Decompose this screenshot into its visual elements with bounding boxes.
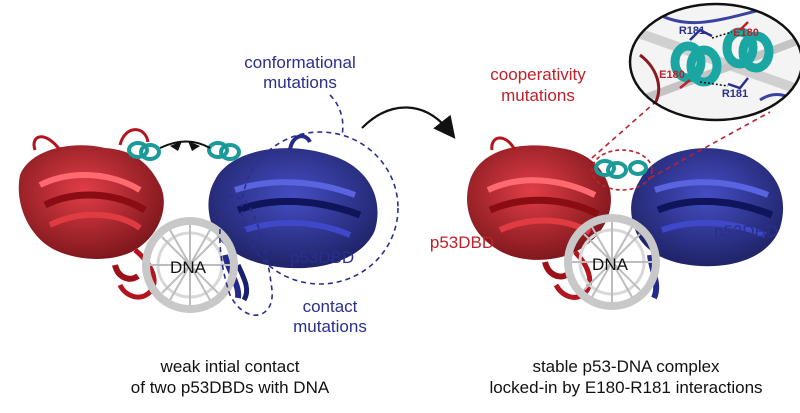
left-teal-helix-1 — [127, 141, 161, 161]
inset-leader-bottom — [649, 111, 771, 179]
right-interface-helices — [594, 159, 648, 179]
right-caption-line2: locked-in by E180-R181 interactions — [489, 378, 762, 397]
left-panel: DNA conformational mutations p53DBD cont… — [18, 53, 399, 397]
conformational-region-outline — [241, 131, 399, 285]
right-red-protein — [467, 136, 611, 300]
approach-arrow — [159, 140, 211, 151]
contact-region-outline — [219, 194, 273, 316]
inset-label-r181-bottom: R181 — [722, 88, 748, 100]
contact-label-line2: mutations — [293, 317, 367, 336]
left-dna: DNA — [142, 217, 238, 313]
conformational-leader-line — [329, 94, 344, 136]
inset-label-e180-bottom: E180 — [659, 69, 685, 81]
contact-label-line1: contact — [303, 297, 358, 316]
left-red-protein — [18, 128, 164, 300]
conformational-label-line1: conformational — [244, 53, 356, 72]
interaction-inset: R181 E180 E180 R181 — [628, 2, 800, 122]
right-navy-protein — [631, 148, 784, 300]
cooperativity-label-line2: mutations — [501, 86, 575, 105]
right-p53dbd-navy-label: p53DBD — [714, 222, 778, 241]
left-caption-line1: weak intial contact — [160, 357, 300, 376]
cooperativity-label-line1: cooperativity — [490, 65, 586, 84]
inset-leader-top — [591, 97, 661, 159]
left-dna-label: DNA — [170, 258, 207, 277]
cooperativity-region-outline — [591, 149, 653, 191]
conformational-label-line2: mutations — [263, 73, 337, 92]
left-p53dbd-label: p53DBD — [290, 248, 354, 267]
transition-arrow — [361, 106, 456, 139]
inset-label-e180-top: E180 — [733, 27, 759, 39]
right-dna: DNA — [564, 214, 660, 310]
right-caption-line1: stable p53-DNA complex — [532, 357, 720, 376]
left-teal-helix-2 — [207, 141, 241, 161]
right-p53dbd-red-label: p53DBD — [430, 233, 494, 252]
inset-label-r181-top: R181 — [679, 25, 705, 37]
left-caption-line2: of two p53DBDs with DNA — [131, 378, 330, 397]
right-panel: DNA cooperativity mutations p53DBD p53DB… — [430, 65, 784, 397]
right-dna-label: DNA — [592, 255, 629, 274]
